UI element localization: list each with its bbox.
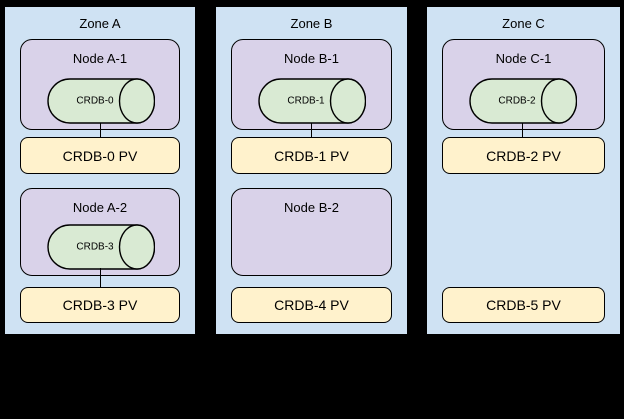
connector-crdb3-to-pv <box>99 268 101 287</box>
zone-a-container: Zone A Node A-1 CRDB-0 CRDB-0 PV Node A-… <box>3 5 197 336</box>
zone-b-label: Zone B <box>290 16 333 31</box>
crdb-1-pod-label: CRDB-1 <box>287 96 325 107</box>
crdb-2-database-cylinder-icon: CRDB-2 <box>469 78 577 124</box>
node-b1-label: Node B-1 <box>284 51 339 66</box>
pv-crdb-2: CRDB-2 PV <box>442 137 605 174</box>
pv-crdb-1: CRDB-1 PV <box>231 137 392 174</box>
pv-crdb-0: CRDB-0 PV <box>20 137 180 174</box>
node-c1-label: Node C-1 <box>495 51 552 66</box>
pv-crdb-5-label: CRDB-5 PV <box>486 297 561 313</box>
zone-a-label: Zone A <box>79 16 121 31</box>
crdb-2-pod-label: CRDB-2 <box>498 96 536 107</box>
pv-crdb-4-label: CRDB-4 PV <box>274 297 349 313</box>
node-a1-label: Node A-1 <box>72 51 128 66</box>
connector-crdb2-to-pv <box>521 123 523 137</box>
pv-crdb-3-label: CRDB-3 PV <box>62 297 138 313</box>
pv-crdb-3: CRDB-3 PV <box>20 287 180 323</box>
pv-crdb-2-label: CRDB-2 PV <box>486 147 561 164</box>
connector-crdb1-to-pv <box>310 123 312 137</box>
node-b1: Node B-1 CRDB-1 <box>231 39 392 130</box>
crdb-0-pod-label: CRDB-0 <box>76 96 114 107</box>
node-a2: Node A-2 CRDB-3 <box>20 188 180 276</box>
connector-crdb0-to-pv <box>99 123 101 137</box>
crdb-3-pod-label: CRDB-3 <box>76 242 114 253</box>
pv-crdb-0-label: CRDB-0 PV <box>62 147 138 164</box>
node-b2-label: Node B-2 <box>284 200 339 215</box>
crdb-0-database-cylinder-icon: CRDB-0 <box>47 78 155 124</box>
pv-crdb-4: CRDB-4 PV <box>231 287 392 323</box>
crdb-3-database-cylinder-icon: CRDB-3 <box>47 224 155 270</box>
zone-c-container: Zone C Node C-1 CRDB-2 CRDB-2 PV CRDB-5 … <box>425 5 622 336</box>
node-c1: Node C-1 CRDB-2 <box>442 39 605 130</box>
pv-crdb-1-label: CRDB-1 PV <box>274 147 349 164</box>
node-a2-label: Node A-2 <box>72 200 128 215</box>
node-a1: Node A-1 CRDB-0 <box>20 39 180 130</box>
zone-c-label: Zone C <box>502 16 545 31</box>
zone-b-container: Zone B Node B-1 CRDB-1 CRDB-1 PV Node B-… <box>214 5 409 336</box>
crdb-1-database-cylinder-icon: CRDB-1 <box>258 78 366 124</box>
node-b2-empty: Node B-2 <box>231 188 392 276</box>
pv-crdb-5: CRDB-5 PV <box>442 287 605 323</box>
